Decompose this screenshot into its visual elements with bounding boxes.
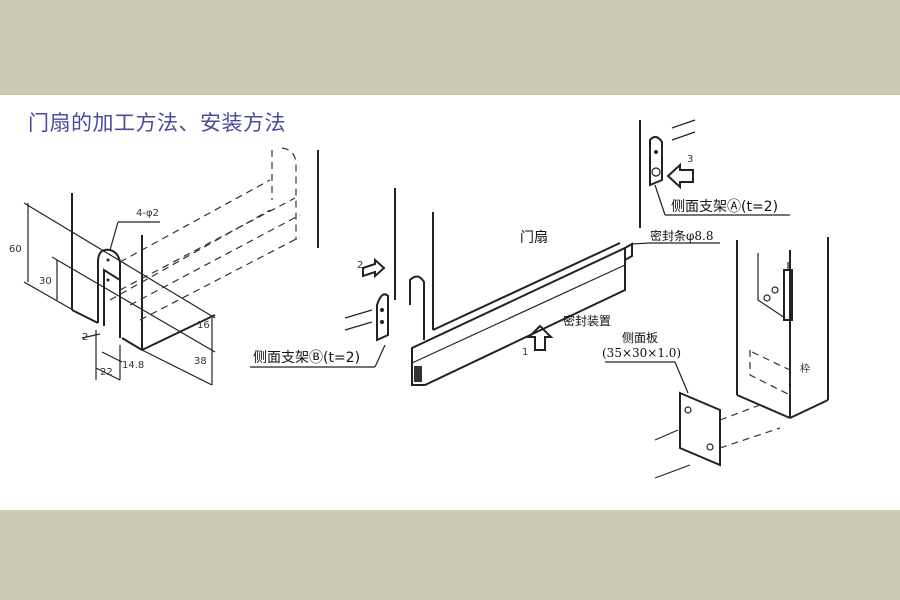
frame-installation-drawing: 侧面板 (35×30×1.0) 枠 — [602, 237, 829, 479]
dim-16: 16 — [197, 320, 210, 331]
seal-installation-drawing: 门扇 密封条φ8.8 密封装置 侧面支架Ⓑ(t=2) 侧面支架Ⓐ(t=2) 1 … — [250, 119, 790, 386]
door-processing-drawing: 60 30 4-φ2 2 22 14.8 16 38 — [9, 147, 319, 386]
seal-device-label: 密封装置 — [563, 313, 611, 328]
seal-strip-label: 密封条φ8.8 — [650, 228, 714, 243]
dim-2: 2 — [82, 332, 88, 343]
diagram-panel — [0, 95, 900, 510]
dim-38: 38 — [194, 356, 207, 367]
step-3-label: 3 — [687, 154, 693, 165]
side-plate-label: 侧面板 — [622, 331, 658, 345]
door-label: 门扇 — [520, 230, 548, 246]
dim-60: 60 — [9, 244, 22, 255]
diagram-title: 门扇的加工方法、安装方法 — [28, 111, 286, 135]
bracket-a-label: 侧面支架Ⓐ(t=2) — [671, 199, 778, 215]
dim-30: 30 — [39, 276, 52, 287]
step-2-label: 2 — [357, 260, 363, 271]
frame-label: 枠 — [800, 362, 810, 375]
side-plate-spec: (35×30×1.0) — [602, 346, 681, 360]
dim-22: 22 — [100, 367, 113, 378]
step-1-label: 1 — [522, 347, 528, 358]
dim-14-8: 14.8 — [122, 360, 144, 371]
bracket-b-label: 侧面支架Ⓑ(t=2) — [253, 350, 360, 366]
dim-hole: 4-φ2 — [136, 208, 159, 219]
